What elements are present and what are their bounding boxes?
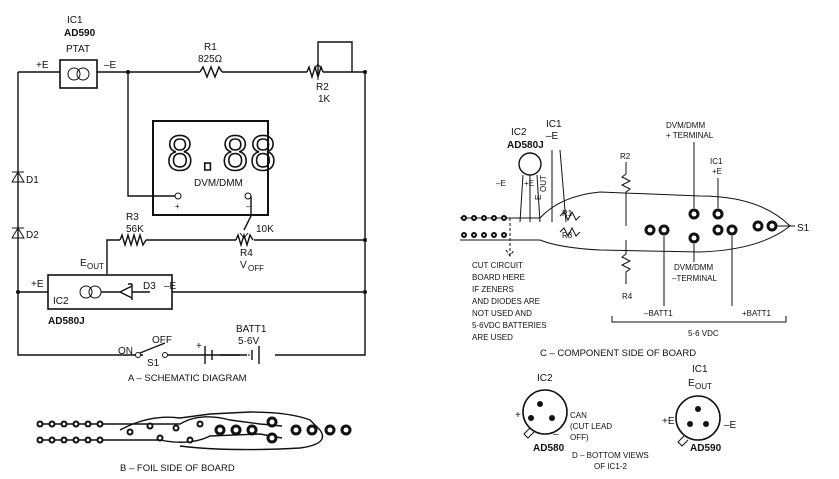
c-note-7: ARE USED (472, 333, 513, 342)
dvm-minus: – (246, 202, 251, 211)
r2-resistor (306, 64, 324, 80)
d-can-3: OFF) (570, 433, 589, 442)
c-ic1-minus-e: –E (546, 131, 559, 142)
r1-label: R1 (204, 42, 217, 53)
c-eout: E (534, 195, 543, 200)
ad590-can (675, 395, 721, 441)
c-note-4: AND DIODES ARE (472, 297, 540, 306)
d-ic1-plus-e: +E (662, 416, 675, 427)
c-eout-sub: OUT (539, 175, 548, 192)
s1-switch (135, 352, 141, 358)
ic1-box (59, 59, 98, 89)
d1-diode (11, 171, 25, 183)
c-minus-e: –E (496, 179, 506, 188)
ic2-can (518, 152, 542, 176)
ic1-plus-e: +E (36, 60, 49, 71)
d-caption-2: OF IC1-2 (594, 462, 627, 471)
dvm-plus: + (175, 202, 180, 211)
c-r4-label: R4 (622, 292, 633, 301)
c-plus-e: +E (524, 179, 534, 188)
c-ic2-part: AD580J (507, 140, 544, 151)
ic2-minus-e: –E (164, 281, 177, 292)
c-dvm-minus-2: –TERMINAL (672, 274, 717, 283)
foil-caption: B – FOIL SIDE OF BOARD (120, 463, 235, 474)
c-dvm-minus-1: DVM/DMM (674, 263, 713, 272)
ic1-minus-e: –E (104, 60, 117, 71)
c-batt-minus: –BATT1 (644, 309, 673, 318)
eout-sub: OUT (87, 262, 104, 271)
batt-value: 5·6V (238, 336, 259, 347)
ic1-part: AD590 (64, 28, 96, 39)
c-note-5: NOT USED AND (472, 309, 532, 318)
component-caption: C – COMPONENT SIDE OF BOARD (540, 348, 696, 359)
c-ic1-right-pin: +E (712, 167, 722, 176)
c-r2-label: R2 (620, 152, 631, 161)
d-ic1-label: IC1 (692, 364, 708, 375)
ic2-plus-e: +E (31, 279, 44, 290)
d-can-2: (CUT LEAD (570, 422, 612, 431)
voff-sub: OFF (248, 264, 264, 273)
switch-on: ON (118, 346, 133, 357)
switch-off: OFF (152, 335, 172, 346)
r4-resistor (235, 232, 254, 248)
d-caption-1: D – BOTTOM VIEWS (572, 451, 649, 460)
r3-label: R3 (126, 212, 139, 223)
ic2-part: AD580J (48, 316, 85, 327)
schematic-caption: A – SCHEMATIC DIAGRAM (128, 373, 247, 384)
voff-label: V (240, 260, 247, 271)
c-vdc: 5·6 VDC (688, 329, 719, 338)
c-batt-plus: +BATT1 (742, 309, 772, 318)
d-ic1-eout: E (688, 378, 695, 389)
batt-plus: + (196, 341, 202, 352)
d-minus: – (553, 429, 559, 440)
c-note-2: BOARD HERE (472, 273, 525, 282)
r3-value: 56K (126, 224, 144, 235)
batt-label: BATT1 (236, 324, 267, 335)
c-note-6: 5·6VDC BATTERIES (472, 321, 547, 330)
r2-value: 1K (318, 94, 331, 105)
r1-resistor (199, 65, 223, 79)
d-plus: + (515, 410, 521, 421)
c-r1-label: R1 (562, 209, 573, 218)
r2-label: R2 (316, 82, 329, 93)
d-can-1: CAN (570, 411, 587, 420)
r3-resistor (119, 232, 147, 248)
c-ic1-label: IC1 (546, 119, 562, 130)
r1-value: 825Ω (198, 54, 223, 65)
c-dvm-plus-2: + TERMINAL (666, 131, 714, 140)
bottom-views: IC2 + – CAN (CUT LEAD OFF) AD580 D – BOT… (515, 364, 737, 471)
c-s1-label: S1 (797, 223, 810, 234)
d2-diode (11, 227, 25, 239)
c-note-1: CUT CIRCUIT (472, 261, 523, 270)
ic1-type: PTAT (66, 44, 90, 55)
d-ic1-minus-e: –E (724, 420, 737, 431)
c-dvm-plus-1: DVM/DMM (666, 121, 705, 130)
c-r3-label: R3 (562, 231, 573, 240)
schematic-diagram: IC1 AD590 PTAT +E –E R1 825Ω R2 1K 8.88 … (11, 15, 367, 384)
c-ic2-label: IC2 (511, 127, 527, 138)
d2-label: D2 (26, 230, 39, 241)
r4-label: R4 (240, 248, 253, 259)
foil-side-board: B – FOIL SIDE OF BOARD (36, 411, 352, 474)
d-ic1-part: AD590 (690, 443, 722, 454)
d3-label: D3 (143, 281, 156, 292)
d1-label: D1 (26, 175, 39, 186)
component-side-board: IC2 AD580J –E +E E OUT IC1 –E R1 R3 R2 R… (460, 119, 810, 359)
dvm-digits: 8.88 (166, 127, 277, 181)
dvm-label: DVM/DMM (194, 178, 243, 189)
d-ic2-label: IC2 (537, 373, 553, 384)
d-ic2-part: AD580 (533, 443, 565, 454)
ic2-label: IC2 (53, 296, 69, 307)
ic1-label: IC1 (67, 15, 83, 26)
c-ic1-right: IC1 (710, 157, 723, 166)
ad580-can (522, 389, 568, 435)
r4-value: 10K (256, 224, 274, 235)
c-note-3: IF ZENERS (472, 285, 514, 294)
d-ic1-eout-sub: OUT (695, 382, 712, 391)
eout-label: E (80, 258, 87, 269)
s1-label: S1 (147, 358, 160, 369)
